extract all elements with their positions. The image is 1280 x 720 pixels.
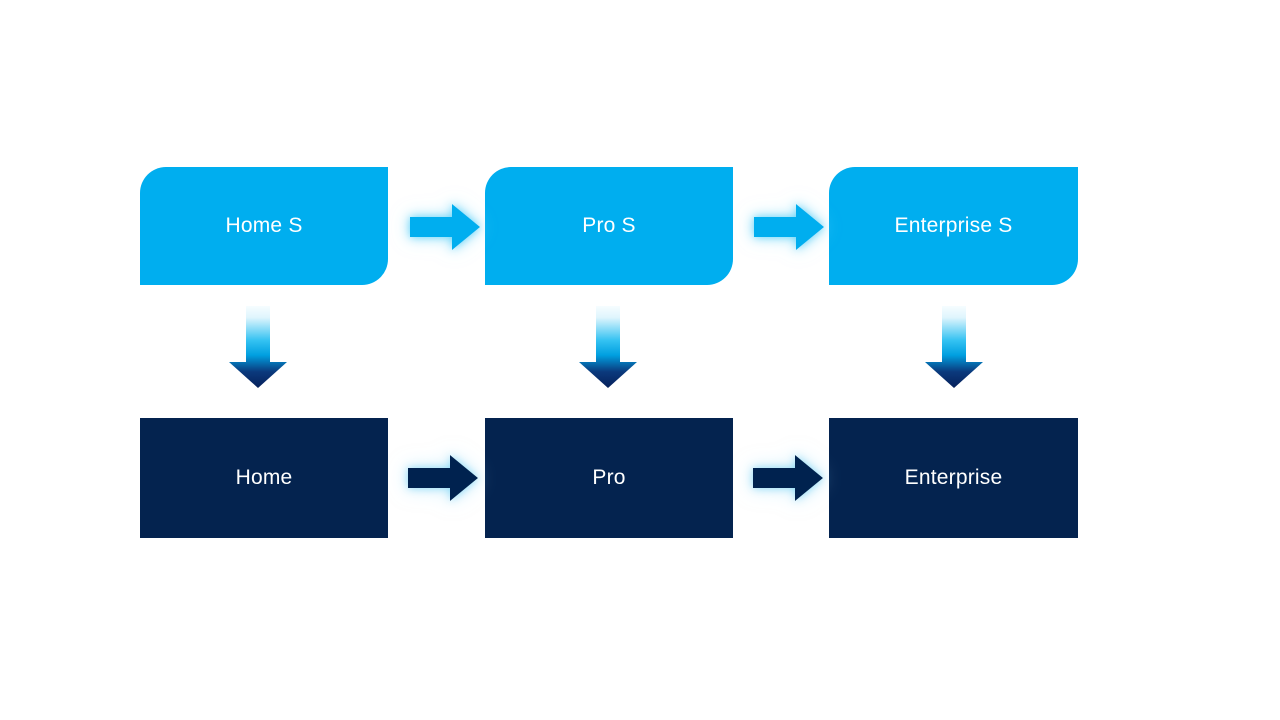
node-home[interactable]: Home: [140, 418, 388, 538]
node-enterprise-s-label: Enterprise S: [894, 214, 1013, 238]
right-arrow-icon-pro-to-enterprise: [753, 455, 823, 501]
node-enterprise-label: Enterprise: [904, 466, 1003, 490]
node-enterprise-s[interactable]: Enterprise S: [829, 167, 1078, 285]
node-home-label: Home: [235, 466, 293, 490]
down-arrow-icon-enterprise-s-to-enterprise: [925, 306, 983, 388]
down-arrow-icon-home-s-to-home: [229, 306, 287, 388]
right-arrow-icon-home-s-to-pro-s: [410, 204, 480, 250]
node-pro[interactable]: Pro: [485, 418, 733, 538]
node-home-s-label: Home S: [225, 214, 303, 238]
down-arrow-icon-pro-s-to-pro: [579, 306, 637, 388]
node-enterprise[interactable]: Enterprise: [829, 418, 1078, 538]
node-pro-s[interactable]: Pro S: [485, 167, 733, 285]
right-arrow-icon-home-to-pro: [408, 455, 478, 501]
node-pro-s-label: Pro S: [582, 214, 636, 238]
right-arrow-icon-pro-s-to-enterprise-s: [754, 204, 824, 250]
node-pro-label: Pro: [592, 466, 626, 490]
node-home-s[interactable]: Home S: [140, 167, 388, 285]
